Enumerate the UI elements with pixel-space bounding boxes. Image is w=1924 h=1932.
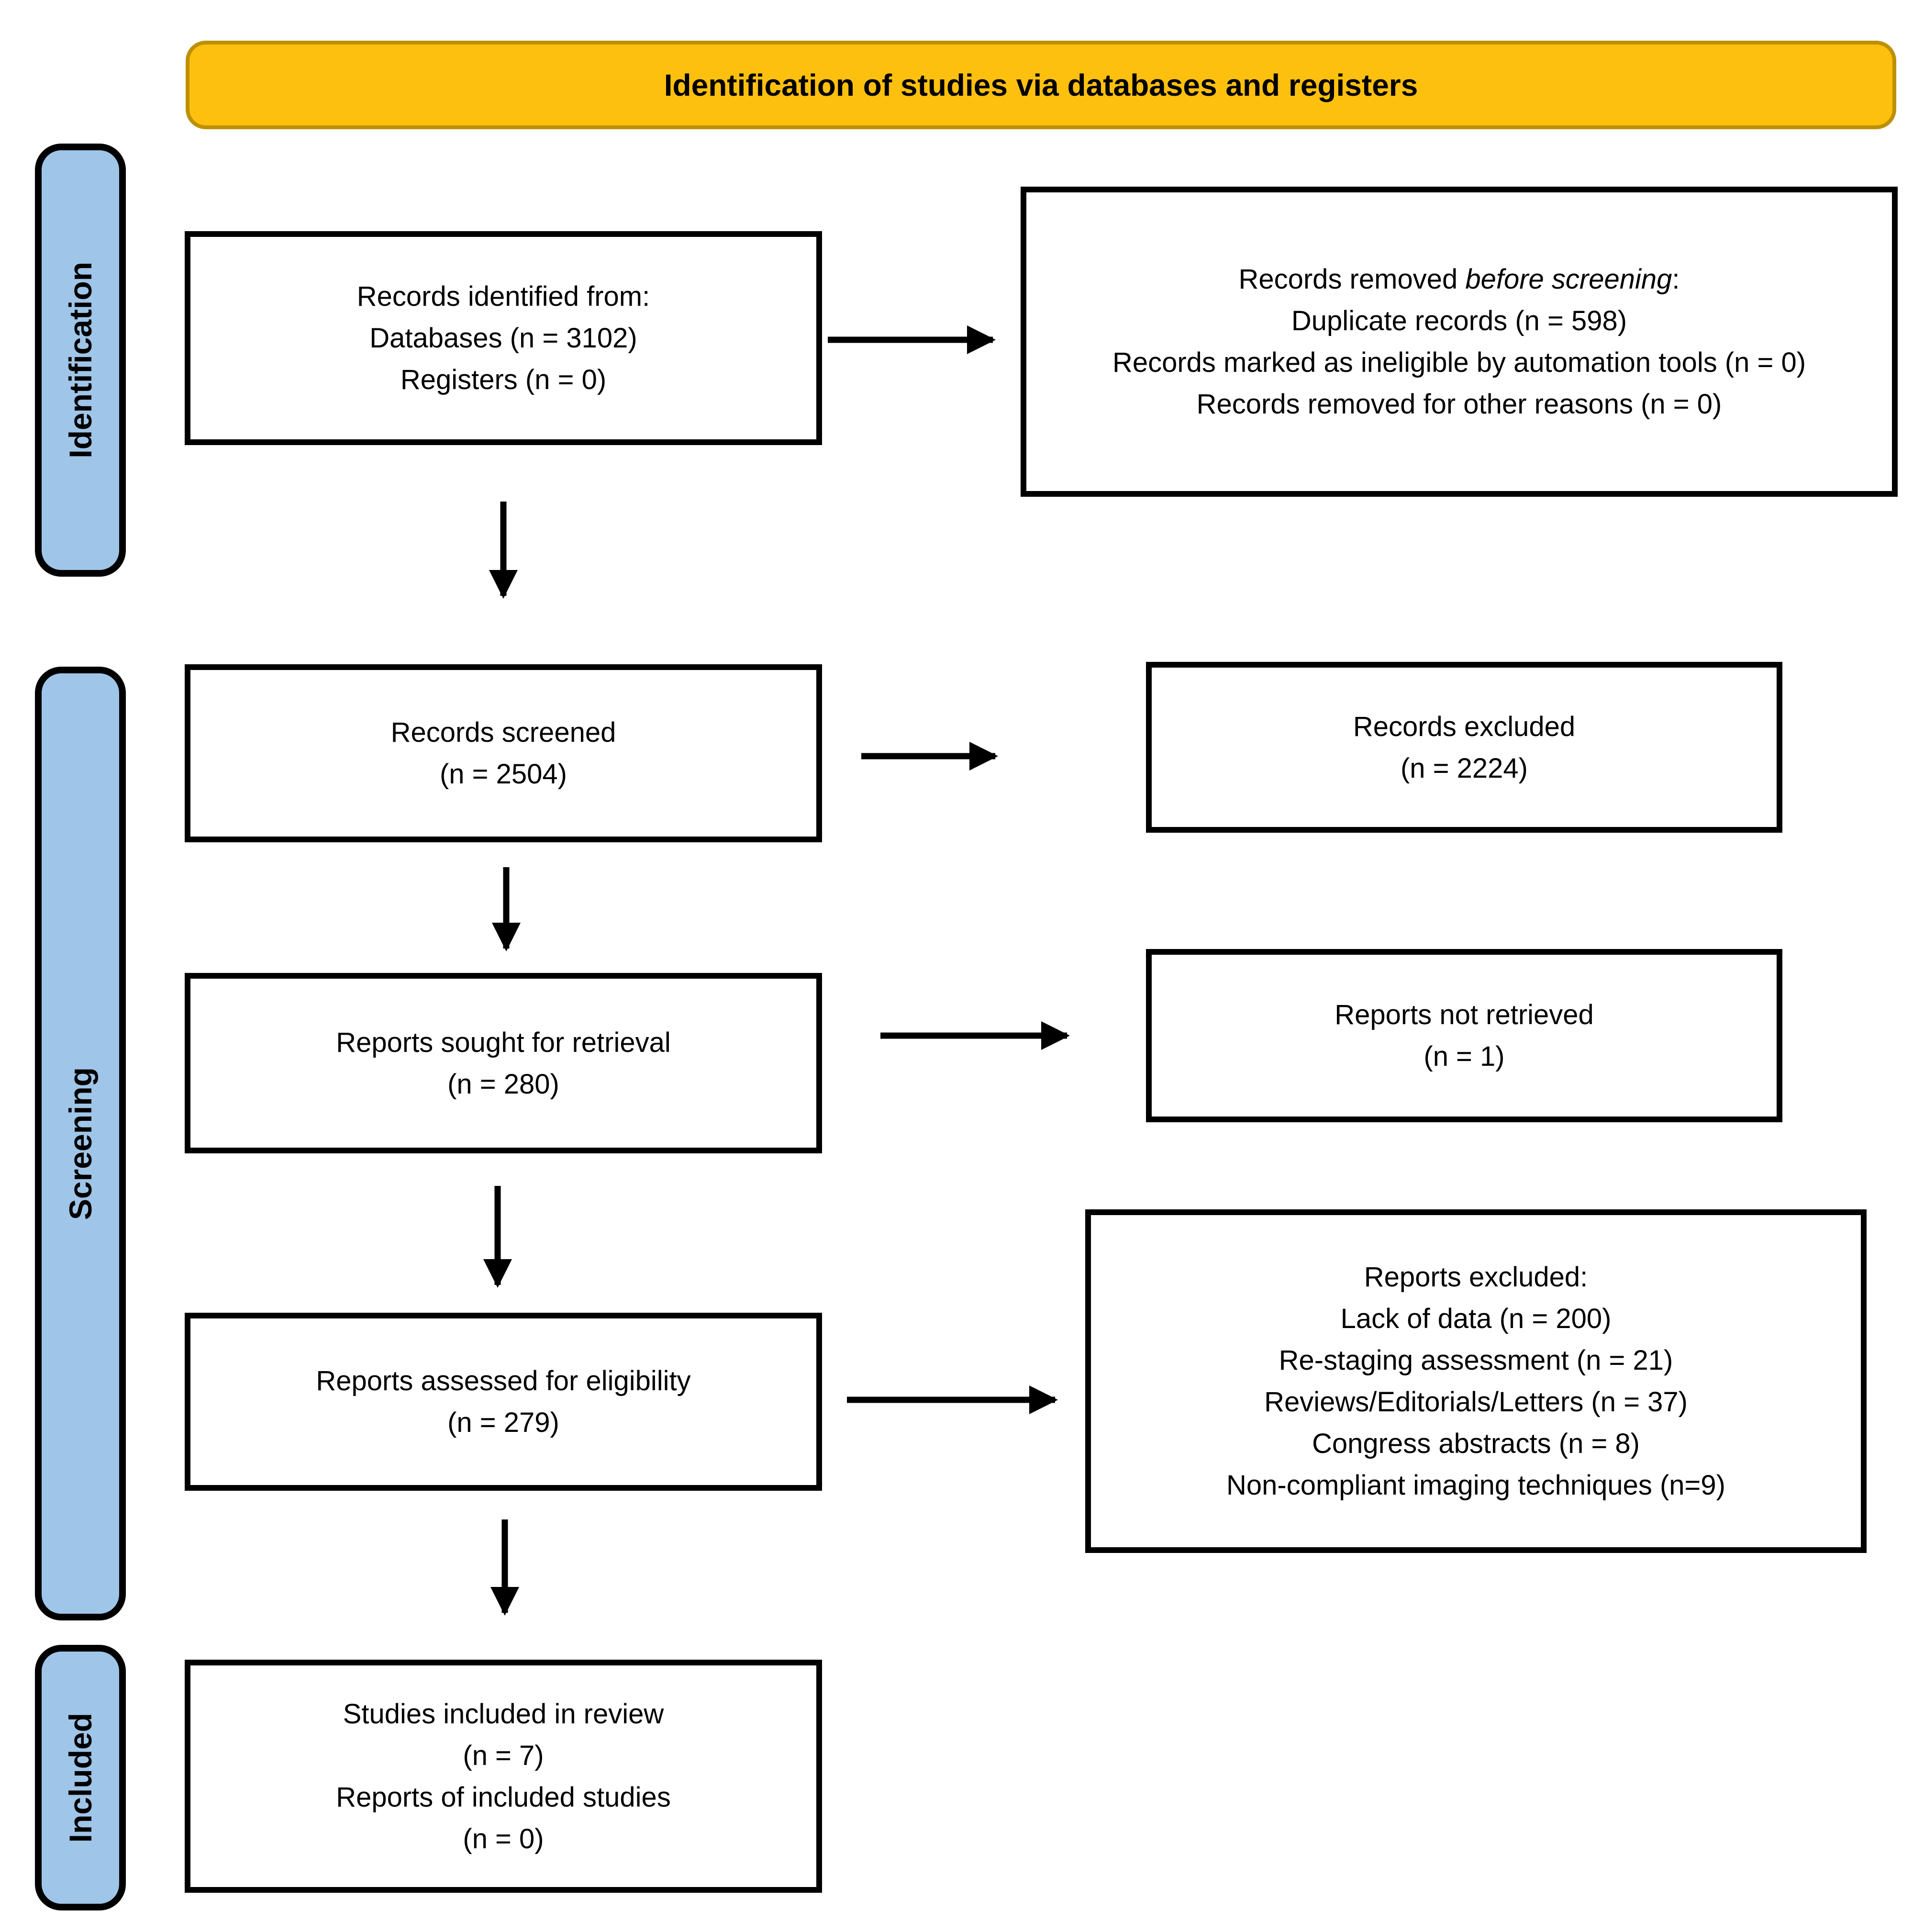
box-line: Studies included in review [343,1698,664,1730]
box-line: Registers (n = 0) [400,364,607,395]
box-line: Duplicate records (n = 598) [1291,305,1627,336]
stage-screening-label: Screening [63,1067,98,1220]
box-line: (n = 0) [463,1823,544,1854]
box-studies-included: Studies included in review (n = 7) Repor… [185,1660,822,1893]
box-line: Reports excluded: [1364,1262,1588,1293]
box-line: Records removed before screening: [1238,258,1679,300]
removed-line1-prefix: Records removed [1238,264,1466,295]
stage-included-label: Included [63,1712,98,1843]
box-line: Reports not retrieved [1335,999,1594,1030]
box-line: Reports sought for retrieval [336,1027,671,1058]
box-line: Reports assessed for eligibility [316,1365,691,1396]
box-line: (n = 2224) [1400,752,1528,784]
box-line: (n = 279) [447,1407,559,1438]
stage-identification-label: Identification [63,262,98,458]
box-line: Records removed for other reasons (n = 0… [1196,389,1722,420]
box-line: Records marked as ineligible by automati… [1112,347,1806,378]
box-records-screened: Records screened (n = 2504) [185,664,822,842]
box-line: Lack of data (n = 200) [1340,1303,1612,1334]
box-line: Re-staging assessment (n = 21) [1279,1345,1673,1376]
box-records-identified: Records identified from: Databases (n = … [185,231,822,445]
stage-included: Included [35,1645,126,1910]
box-reports-not-retrieved: Reports not retrieved (n = 1) [1146,949,1782,1122]
box-line: (n = 2504) [439,759,567,790]
box-reports-assessed: Reports assessed for eligibility (n = 27… [185,1313,822,1491]
removed-line1-italic: before screening [1465,264,1672,295]
banner-title-text: Identification of studies via databases … [664,67,1418,102]
removed-line1-suffix: : [1672,264,1680,295]
box-reports-excluded: Reports excluded: Lack of data (n = 200)… [1085,1209,1867,1553]
box-line: Non-compliant imaging techniques (n=9) [1226,1470,1725,1501]
box-records-excluded: Records excluded (n = 2224) [1146,662,1782,833]
box-records-removed: Records removed before screening: Duplic… [1021,187,1898,497]
box-line: Records screened [390,717,616,748]
stage-identification: Identification [35,144,126,577]
box-line: (n = 1) [1424,1041,1505,1072]
box-line: Reports of included studies [336,1781,671,1813]
box-line: Records identified from: [356,281,650,312]
box-line: Reviews/Editorials/Letters (n = 37) [1264,1386,1688,1418]
box-line: (n = 280) [447,1068,559,1100]
box-line: (n = 7) [463,1740,544,1771]
box-line: Congress abstracts (n = 8) [1312,1428,1640,1459]
box-line: Records excluded [1353,711,1576,742]
banner-title: Identification of studies via databases … [186,41,1896,129]
box-line: Databases (n = 3102) [369,323,637,354]
box-reports-sought: Reports sought for retrieval (n = 280) [185,973,822,1153]
stage-screening: Screening [35,667,126,1620]
